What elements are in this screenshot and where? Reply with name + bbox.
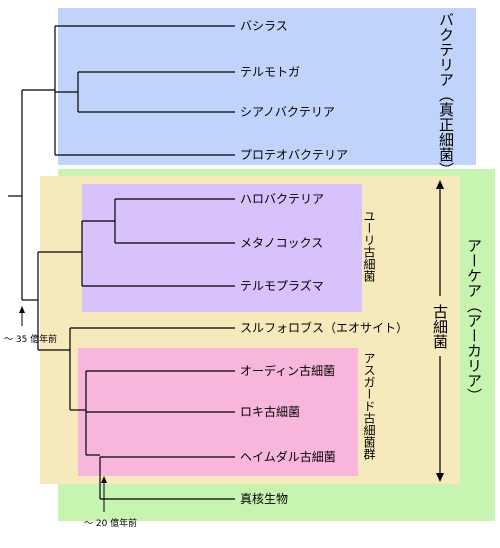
taxon-cyanobacteria: シアノバクテリア [240, 105, 335, 119]
taxon-eukaryote: 真核生物 [240, 492, 289, 506]
group-asgard: アスガード古細菌群 [362, 352, 376, 460]
taxon-thermotoga: テルモトガ [240, 65, 301, 79]
euryarchaeota-region [82, 184, 362, 312]
taxon-halobacteria: ハロバクテリア [240, 192, 325, 206]
age-annotation-35: ～ 35 億年前 [4, 335, 58, 345]
taxon-odin: オーディン古細菌 [240, 364, 336, 378]
taxon-thermoplasma: テルモプラズマ [240, 279, 324, 293]
taxon-loki: ロキ古細菌 [240, 405, 301, 419]
group-archaea: アーケア（アーカリア） [465, 238, 483, 403]
taxon-heimdall: ヘイムダル古細菌 [240, 450, 336, 464]
group-euryarchaeota: ユーリ古細菌 [362, 210, 376, 282]
group-archaea-core: 古細菌 [431, 302, 449, 351]
bacteria-region [58, 8, 476, 165]
age-annotation-20: ～ 20 億年前 [84, 519, 138, 529]
taxon-bacillus: バシラス [240, 19, 288, 33]
group-bacteria: バクテリア（真正細菌） [437, 12, 455, 177]
taxon-sulfolobus: スルフォロブス（エオサイト） [240, 321, 409, 335]
taxon-methanococcus: メタノコックス [240, 236, 324, 250]
taxon-proteobacteria: プロテオバクテリア [240, 148, 349, 162]
